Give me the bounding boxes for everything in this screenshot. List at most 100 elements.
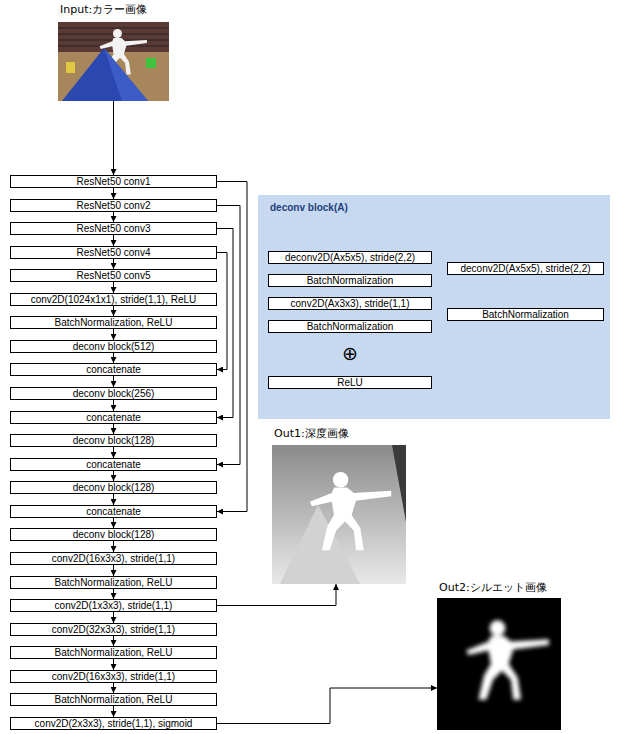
depth-ground: [272, 445, 406, 584]
connector: [113, 636, 114, 646]
box-label: BatchNormalization: [307, 275, 394, 286]
process-box: BatchNormalization, ReLU: [10, 693, 217, 706]
box-label: ReLU: [337, 377, 363, 388]
box-label: deconv block(128): [73, 435, 155, 446]
process-box: BatchNormalization, ReLU: [10, 316, 217, 329]
process-box: concatenate: [10, 458, 217, 471]
connector: [113, 282, 114, 293]
connector: [113, 447, 114, 458]
connector: [113, 589, 114, 599]
process-box: conv2D(2x3x3), stride(1,1), sigmoid: [10, 717, 217, 730]
process-box: concatenate: [10, 505, 217, 518]
box-label: BatchNormalization, ReLU: [55, 694, 173, 705]
connector: [113, 212, 114, 222]
process-box: ReLU: [268, 376, 432, 389]
photo-green-box: [146, 58, 156, 68]
connector: [113, 353, 114, 363]
box-label: ⊕: [342, 345, 358, 362]
connector: [113, 494, 114, 505]
box-label: ResNet50 conv1: [77, 176, 151, 187]
box-label: ResNet50 conv5: [77, 270, 151, 281]
image-heading: Out1:深度画像: [272, 427, 406, 441]
silhouette-image: [437, 598, 561, 730]
box-label: deconv block(256): [73, 388, 155, 399]
photo-ground: [58, 22, 169, 101]
box-label: ResNet50 conv2: [77, 200, 151, 211]
connector: [113, 659, 114, 670]
box-label: concatenate: [86, 459, 141, 470]
process-box: conv2D(32x3x3), stride(1,1): [10, 623, 217, 636]
process-box: conv2D(Ax3x3), stride(1,1): [268, 297, 432, 310]
connector: [217, 253, 227, 370]
block-title: deconv block(A): [270, 202, 348, 214]
box-label: concatenate: [86, 364, 141, 375]
connector: [113, 101, 114, 175]
connector: [113, 188, 114, 199]
silhouette-person: [466, 620, 549, 700]
photo-pyramid: [62, 48, 148, 101]
box-label: concatenate: [86, 506, 141, 517]
connector: [217, 584, 336, 606]
process-box: conv2D(1x3x3), stride(1,1): [10, 599, 217, 612]
box-label: deconv block(128): [73, 529, 155, 540]
process-box: deconv2D(Ax5x5), stride(2,2): [447, 262, 604, 275]
connector: [113, 683, 114, 693]
box-label: conv2D(32x3x3), stride(1,1): [52, 624, 175, 635]
image-panel: Out2:シルエット画像: [437, 581, 561, 730]
connector: [113, 400, 114, 411]
connector: [113, 706, 114, 717]
connector: [113, 541, 114, 552]
connector: [113, 329, 114, 340]
connector: [217, 206, 240, 465]
connector: [113, 518, 114, 528]
process-box: deconv block(256): [10, 387, 217, 400]
connector: [113, 471, 114, 481]
connector: [217, 182, 247, 512]
process-box: BatchNormalization, ReLU: [10, 646, 217, 659]
box-label: BatchNormalization: [307, 321, 394, 332]
image-heading: Input:カラー画像: [58, 3, 169, 17]
process-box: ResNet50 conv3: [10, 222, 217, 235]
box-label: conv2D(1024x1x1), stride(1,1), ReLU: [31, 294, 197, 305]
image-panel: Out1:深度画像: [272, 427, 406, 584]
depth-dark-wedge: [392, 445, 406, 522]
box-label: deconv2D(Ax5x5), stride(2,2): [285, 252, 415, 263]
connector: [217, 229, 233, 418]
connector: [113, 424, 114, 434]
box-label: deconv block(128): [73, 482, 155, 493]
process-box: deconv2D(Ax5x5), stride(2,2): [268, 251, 432, 264]
image-heading: Out2:シルエット画像: [437, 581, 561, 595]
image-panel: Input:カラー画像: [58, 3, 169, 101]
depth-image: [272, 445, 406, 584]
photo-yellow-box: [66, 62, 75, 73]
process-box: concatenate: [10, 363, 217, 376]
process-box: deconv block(128): [10, 481, 217, 494]
box-label: conv2D(16x3x3), stride(1,1): [52, 671, 175, 682]
process-box: deconv block(512): [10, 340, 217, 353]
process-box: ResNet50 conv1: [10, 175, 217, 188]
box-label: BatchNormalization, ReLU: [55, 647, 173, 658]
process-box: BatchNormalization, ReLU: [10, 576, 217, 589]
connector: [113, 259, 114, 269]
process-box: conv2D(16x3x3), stride(1,1): [10, 552, 217, 565]
box-label: conv2D(2x3x3), stride(1,1), sigmoid: [35, 718, 193, 729]
process-box: conv2D(16x3x3), stride(1,1): [10, 670, 217, 683]
connector: [113, 612, 114, 623]
box-label: deconv2D(Ax5x5), stride(2,2): [460, 263, 590, 274]
process-box: ResNet50 conv5: [10, 269, 217, 282]
photo-pyramid-face: [104, 48, 148, 101]
process-box: BatchNormalization: [447, 308, 604, 321]
connector: [113, 235, 114, 246]
box-label: BatchNormalization, ReLU: [55, 317, 173, 328]
box-label: conv2D(16x3x3), stride(1,1): [52, 553, 175, 564]
process-box: ResNet50 conv4: [10, 246, 217, 259]
sum-node: ⊕: [342, 345, 358, 362]
connector: [113, 306, 114, 316]
box-label: conv2D(Ax3x3), stride(1,1): [291, 298, 410, 309]
process-box: BatchNormalization: [268, 320, 432, 333]
box-label: BatchNormalization, ReLU: [55, 577, 173, 588]
box-label: deconv block(512): [73, 341, 155, 352]
box-label: ResNet50 conv3: [77, 223, 151, 234]
input-photo: [58, 22, 169, 101]
